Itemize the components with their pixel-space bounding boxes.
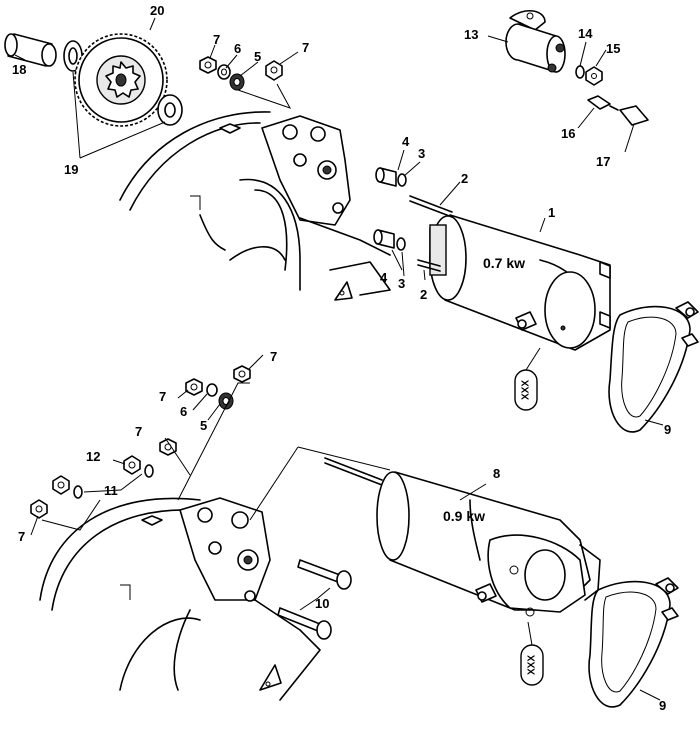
callout-4-b: 4 bbox=[380, 270, 388, 285]
callout-14: 14 bbox=[578, 26, 593, 41]
xxx-marker-lower-text: XXX bbox=[527, 655, 538, 675]
washer-11-a bbox=[144, 464, 154, 478]
bolt-2-upper bbox=[409, 195, 453, 218]
callout-7-b: 7 bbox=[302, 40, 309, 55]
strap-9-lower bbox=[588, 577, 679, 708]
xxx-marker-lower: XXX bbox=[520, 644, 544, 686]
connector-17 bbox=[619, 105, 649, 126]
washer-6-top bbox=[217, 64, 231, 80]
callout-12: 12 bbox=[86, 449, 100, 464]
callout-16: 16 bbox=[561, 126, 575, 141]
washer-6-lower bbox=[206, 383, 218, 397]
callout-7-a: 7 bbox=[213, 32, 220, 47]
callout-5-b: 5 bbox=[200, 418, 207, 433]
callout-7-f: 7 bbox=[18, 529, 25, 544]
callout-6-b: 6 bbox=[180, 404, 187, 419]
callout-9-b: 9 bbox=[659, 698, 666, 713]
sleeve-18 bbox=[4, 33, 57, 67]
starter-gear-20 bbox=[74, 33, 168, 127]
callout-18: 18 bbox=[12, 62, 26, 77]
callout-2-b: 2 bbox=[420, 287, 427, 302]
o-ring-3-upper bbox=[397, 173, 407, 187]
nut-12-b bbox=[52, 475, 70, 495]
callout-3-b: 3 bbox=[398, 276, 405, 291]
sleeve-4-lower bbox=[373, 229, 395, 249]
rating-lower-motor: 0.9 kw bbox=[443, 508, 485, 524]
nut-15 bbox=[585, 66, 603, 86]
bolt-10-a bbox=[297, 559, 352, 590]
callout-9-a: 9 bbox=[664, 422, 671, 437]
callout-11: 11 bbox=[104, 483, 118, 498]
nut-7-lower-4 bbox=[30, 499, 48, 519]
callout-1: 1 bbox=[548, 205, 555, 220]
o-ring-3-lower bbox=[396, 237, 406, 251]
washer-14 bbox=[575, 65, 585, 79]
sleeve-4-upper bbox=[375, 167, 397, 187]
washer-19b bbox=[157, 94, 183, 126]
nut-7-top-right bbox=[265, 60, 283, 81]
callout-10: 10 bbox=[315, 596, 329, 611]
xxx-marker-upper: XXX bbox=[514, 369, 538, 411]
callout-15: 15 bbox=[606, 41, 620, 56]
starter-motor-8 bbox=[324, 457, 601, 617]
callout-6-a: 6 bbox=[234, 41, 241, 56]
nut-7-top-left bbox=[199, 56, 217, 74]
callout-7-e: 7 bbox=[135, 424, 142, 439]
leader-lines bbox=[14, 17, 664, 701]
callout-19: 19 bbox=[64, 162, 78, 177]
rating-upper-motor: 0.7 kw bbox=[483, 255, 525, 271]
terminal-16 bbox=[587, 95, 619, 111]
callout-7-c: 7 bbox=[270, 349, 277, 364]
strap-9-upper bbox=[608, 301, 699, 433]
lower-engine-housing bbox=[39, 497, 321, 701]
callout-5-a: 5 bbox=[254, 49, 261, 64]
solenoid-13 bbox=[505, 10, 566, 73]
nut-7-lower-1 bbox=[233, 365, 251, 383]
starter-motor-1 bbox=[429, 214, 611, 351]
callout-13: 13 bbox=[464, 27, 478, 42]
callout-7-d: 7 bbox=[159, 389, 166, 404]
washer-11-b bbox=[73, 485, 83, 499]
callout-20: 20 bbox=[150, 3, 164, 18]
callout-17: 17 bbox=[596, 154, 610, 169]
nut-7-lower-2 bbox=[185, 378, 203, 396]
callout-4-a: 4 bbox=[402, 134, 410, 149]
callout-3-a: 3 bbox=[418, 146, 425, 161]
nut-12-a bbox=[123, 455, 141, 475]
xxx-marker-upper-text: XXX bbox=[521, 380, 532, 400]
washer-5-lower bbox=[218, 392, 234, 410]
callout-8: 8 bbox=[493, 466, 500, 481]
bolt-10-b bbox=[277, 607, 332, 640]
washer-5-top bbox=[229, 73, 245, 91]
callout-labels: 20 18 19 7 6 5 7 4 3 2 1 4 3 2 13 14 15 … bbox=[12, 3, 671, 713]
bolt-2-lower bbox=[417, 259, 441, 272]
upper-engine-housing bbox=[119, 111, 391, 301]
callout-2-a: 2 bbox=[461, 171, 468, 186]
